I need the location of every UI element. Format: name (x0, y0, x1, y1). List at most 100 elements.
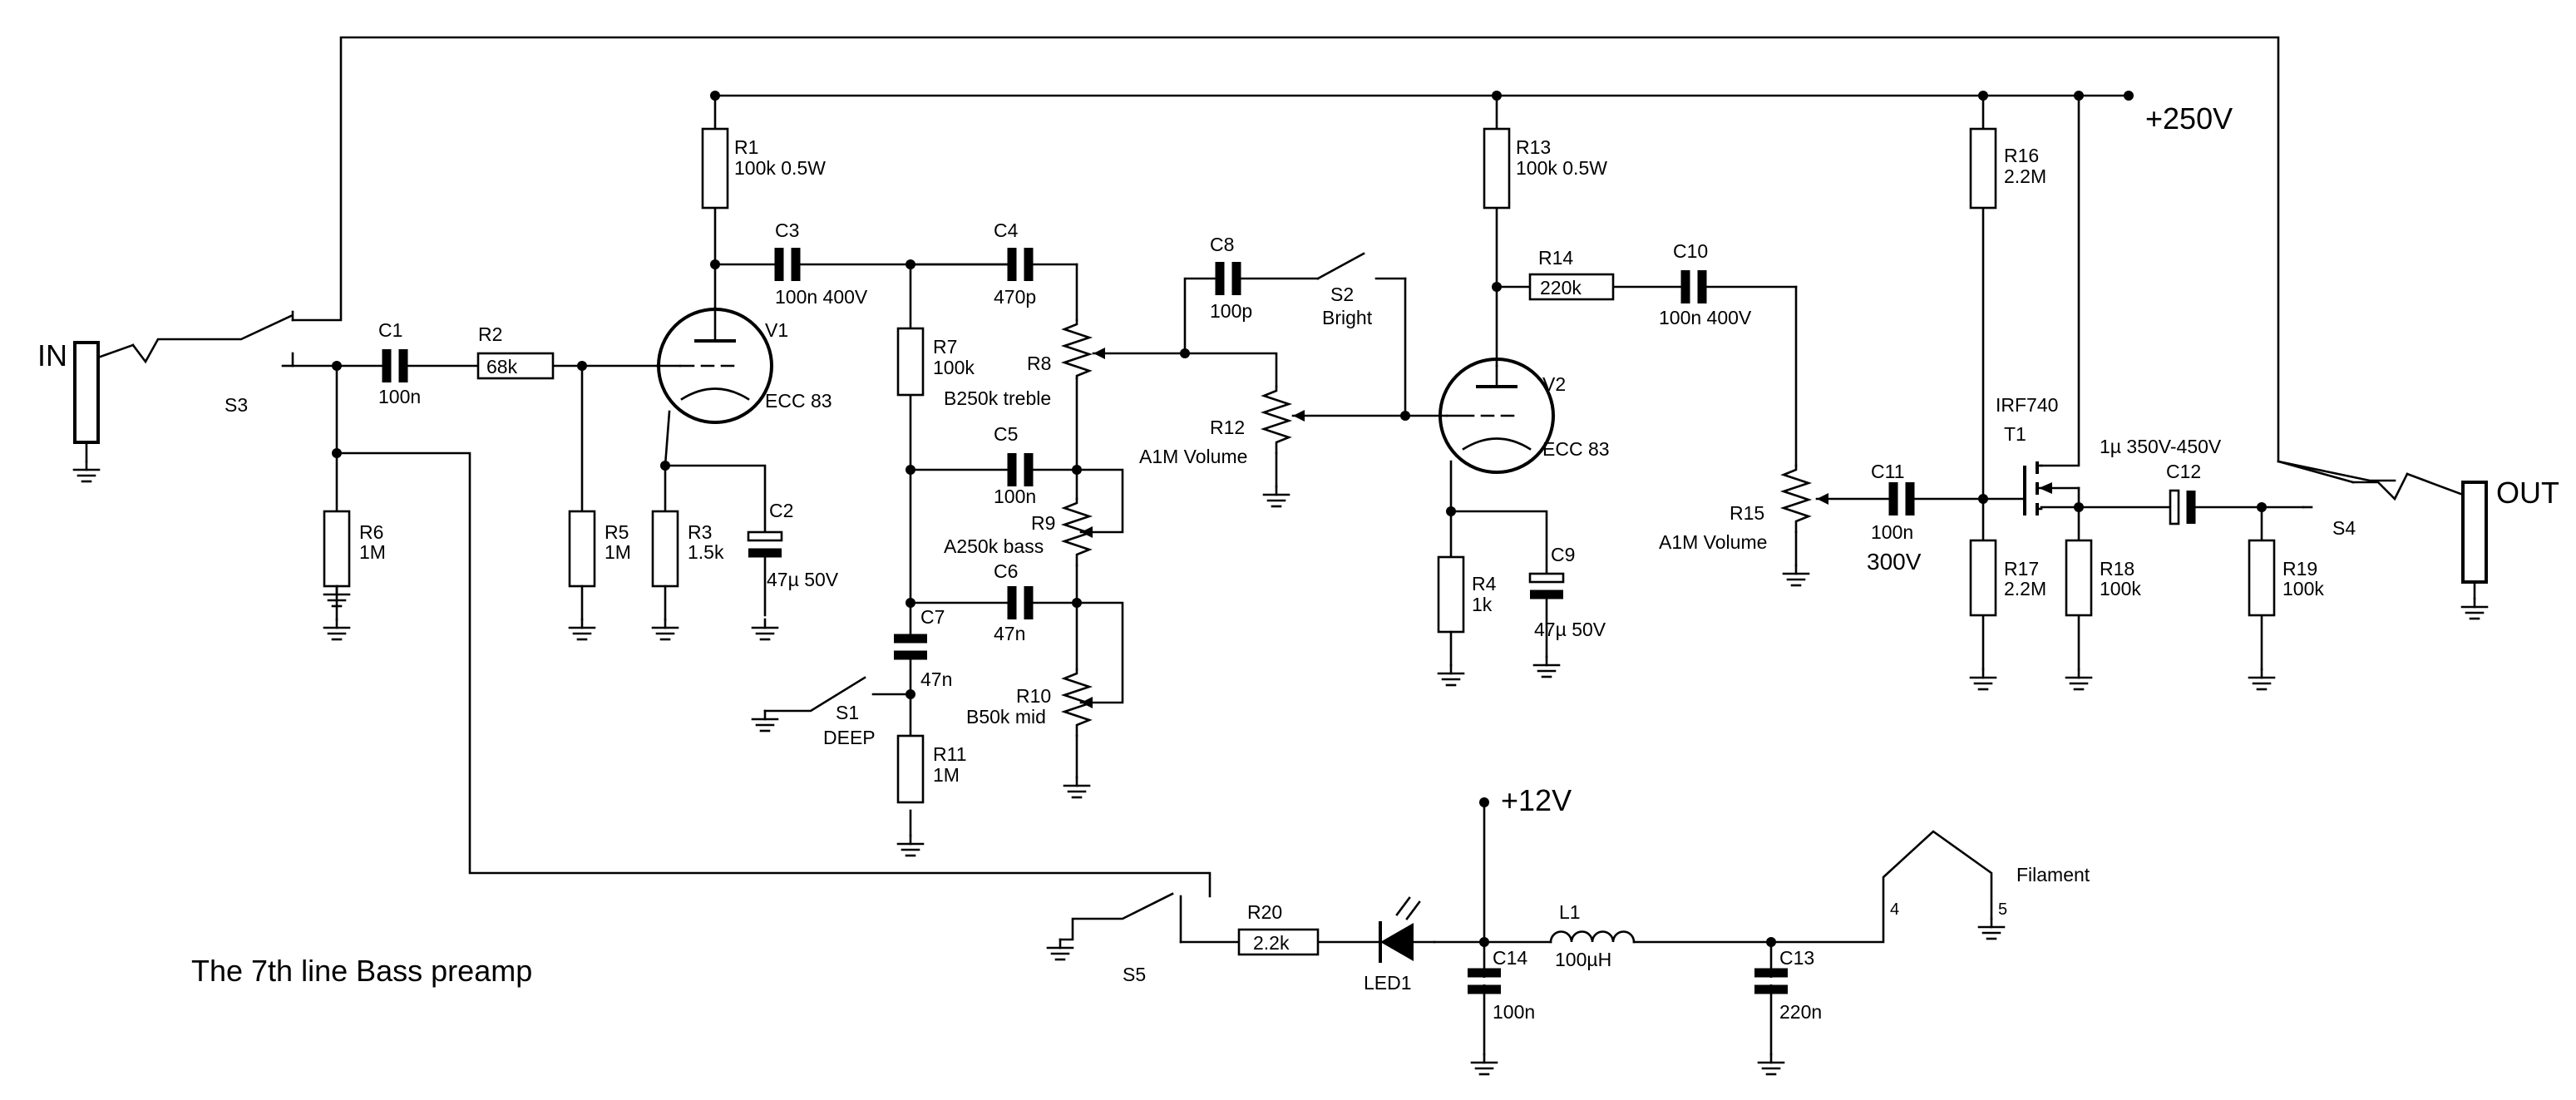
label-r17: R17 (2004, 558, 2039, 580)
capacitor-c10 (1680, 270, 1707, 303)
value-r17: 2.2M (2004, 578, 2046, 599)
value-r4: 1k (1472, 594, 1493, 615)
label-c6: C6 (994, 560, 1018, 582)
value-s1: DEEP (823, 727, 876, 748)
label-c3: C3 (775, 220, 799, 241)
label-c13: C13 (1779, 947, 1814, 969)
label-l1: L1 (1559, 901, 1581, 923)
capacitor-c13 (1754, 968, 1788, 994)
resistor-r1 (701, 127, 729, 210)
value-c4: 470p (994, 286, 1036, 308)
pot-r15 (1779, 464, 1813, 534)
label-out: OUT (2496, 476, 2559, 510)
label-v2: V2 (1542, 373, 1566, 395)
value-c12: 1µ 350V-450V (2100, 436, 2222, 457)
value-c6: 47n (994, 623, 1025, 644)
label-r2: R2 (478, 323, 502, 345)
value-r5: 1M (605, 541, 631, 563)
label-led1: LED1 (1364, 972, 1412, 994)
value-r15: A1M Volume (1659, 531, 1767, 553)
value-c5: 100n (994, 486, 1036, 507)
switch-s2 (1316, 252, 1407, 280)
resistor-r18 (2065, 539, 2093, 617)
label-r5: R5 (605, 521, 629, 543)
resistor-r13 (1483, 127, 1511, 210)
label-t1: T1 (2004, 423, 2026, 445)
value-c8: 100p (1210, 300, 1252, 322)
in-jack (72, 341, 135, 483)
value-c11: 100n (1871, 521, 1913, 543)
label-r7: R7 (933, 336, 957, 358)
label-c12: C12 (2166, 461, 2201, 482)
label-r6: R6 (359, 521, 383, 543)
label-r20: R20 (1247, 901, 1282, 923)
resistor-r7 (896, 327, 925, 397)
resistor-r11 (896, 734, 925, 804)
label-r11: R11 (933, 743, 967, 765)
label-r10: R10 (1016, 685, 1051, 707)
capacitor-c8 (1215, 262, 1241, 295)
capacitor-c5 (1007, 453, 1034, 486)
value-r20: 2.2k (1253, 932, 1290, 954)
label-s4: S4 (2332, 517, 2356, 539)
label-r19: R19 (2282, 558, 2317, 580)
value-c10: 100n 400V (1659, 307, 1752, 328)
inductor-l1 (1549, 930, 1636, 944)
label-c10: C10 (1673, 240, 1708, 262)
label-c5: C5 (994, 423, 1018, 445)
label-c1: C1 (378, 319, 402, 341)
resistor-r3 (651, 510, 679, 588)
label-r4: R4 (1472, 573, 1497, 594)
value-r18: 100k (2100, 578, 2141, 599)
capacitor-c3 (774, 248, 801, 281)
switch-s4 (2277, 460, 2409, 509)
capacitor-c2 (747, 530, 783, 617)
label-c7: C7 (920, 606, 945, 628)
resistor-r16 (1969, 127, 1997, 210)
value-v2: ECC 83 (1542, 438, 1610, 460)
value-c2: 47µ 50V (767, 569, 839, 590)
label-r18: R18 (2100, 558, 2134, 580)
value-r2: 68k (486, 356, 518, 377)
label-c14: C14 (1493, 947, 1527, 969)
switch-s3 (131, 310, 294, 367)
value-c13: 220n (1779, 1001, 1822, 1023)
value-r7: 100k (933, 357, 975, 378)
capacitor-c6 (1007, 586, 1034, 619)
label-12v: +12V (1501, 783, 1572, 817)
wires (291, 36, 2396, 1056)
value-t1: IRF740 (1996, 394, 2058, 416)
mosfet-t1 (2023, 461, 2080, 515)
capacitor-c7 (894, 634, 927, 660)
label-s1: S1 (836, 702, 859, 723)
label-filament: Filament (2016, 864, 2090, 885)
pot-r8 (1060, 318, 1093, 380)
resistors (323, 127, 2276, 956)
resistor-r5 (568, 510, 596, 588)
value-r11: 1M (933, 764, 960, 786)
value-s2: Bright (1322, 307, 1373, 328)
label-s5: S5 (1123, 964, 1146, 985)
value-c3: 100n 400V (775, 286, 868, 308)
value-r13: 100k 0.5W (1516, 157, 1607, 179)
valve-v1 (655, 306, 773, 424)
label-r13: R13 (1516, 136, 1551, 158)
capacitors (382, 248, 2196, 994)
resistor-r17 (1969, 539, 1997, 617)
junctions (332, 91, 2267, 947)
value-l1: 100µH (1555, 949, 1611, 970)
led1 (1379, 896, 1436, 963)
resistor-r6 (323, 510, 351, 588)
resistor-r19 (2248, 539, 2276, 617)
capacitor-c1 (382, 349, 408, 382)
label-r3: R3 (688, 521, 712, 543)
value-r6: 1M (359, 541, 386, 563)
value-v1: ECC 83 (765, 390, 832, 412)
value-r14: 220k (1540, 277, 1582, 298)
resistor-r2 (476, 352, 555, 380)
label-r14: R14 (1538, 247, 1573, 269)
capacitor-c11 (1888, 482, 1915, 515)
out-jack (2406, 472, 2489, 620)
label-r15: R15 (1730, 502, 1764, 524)
